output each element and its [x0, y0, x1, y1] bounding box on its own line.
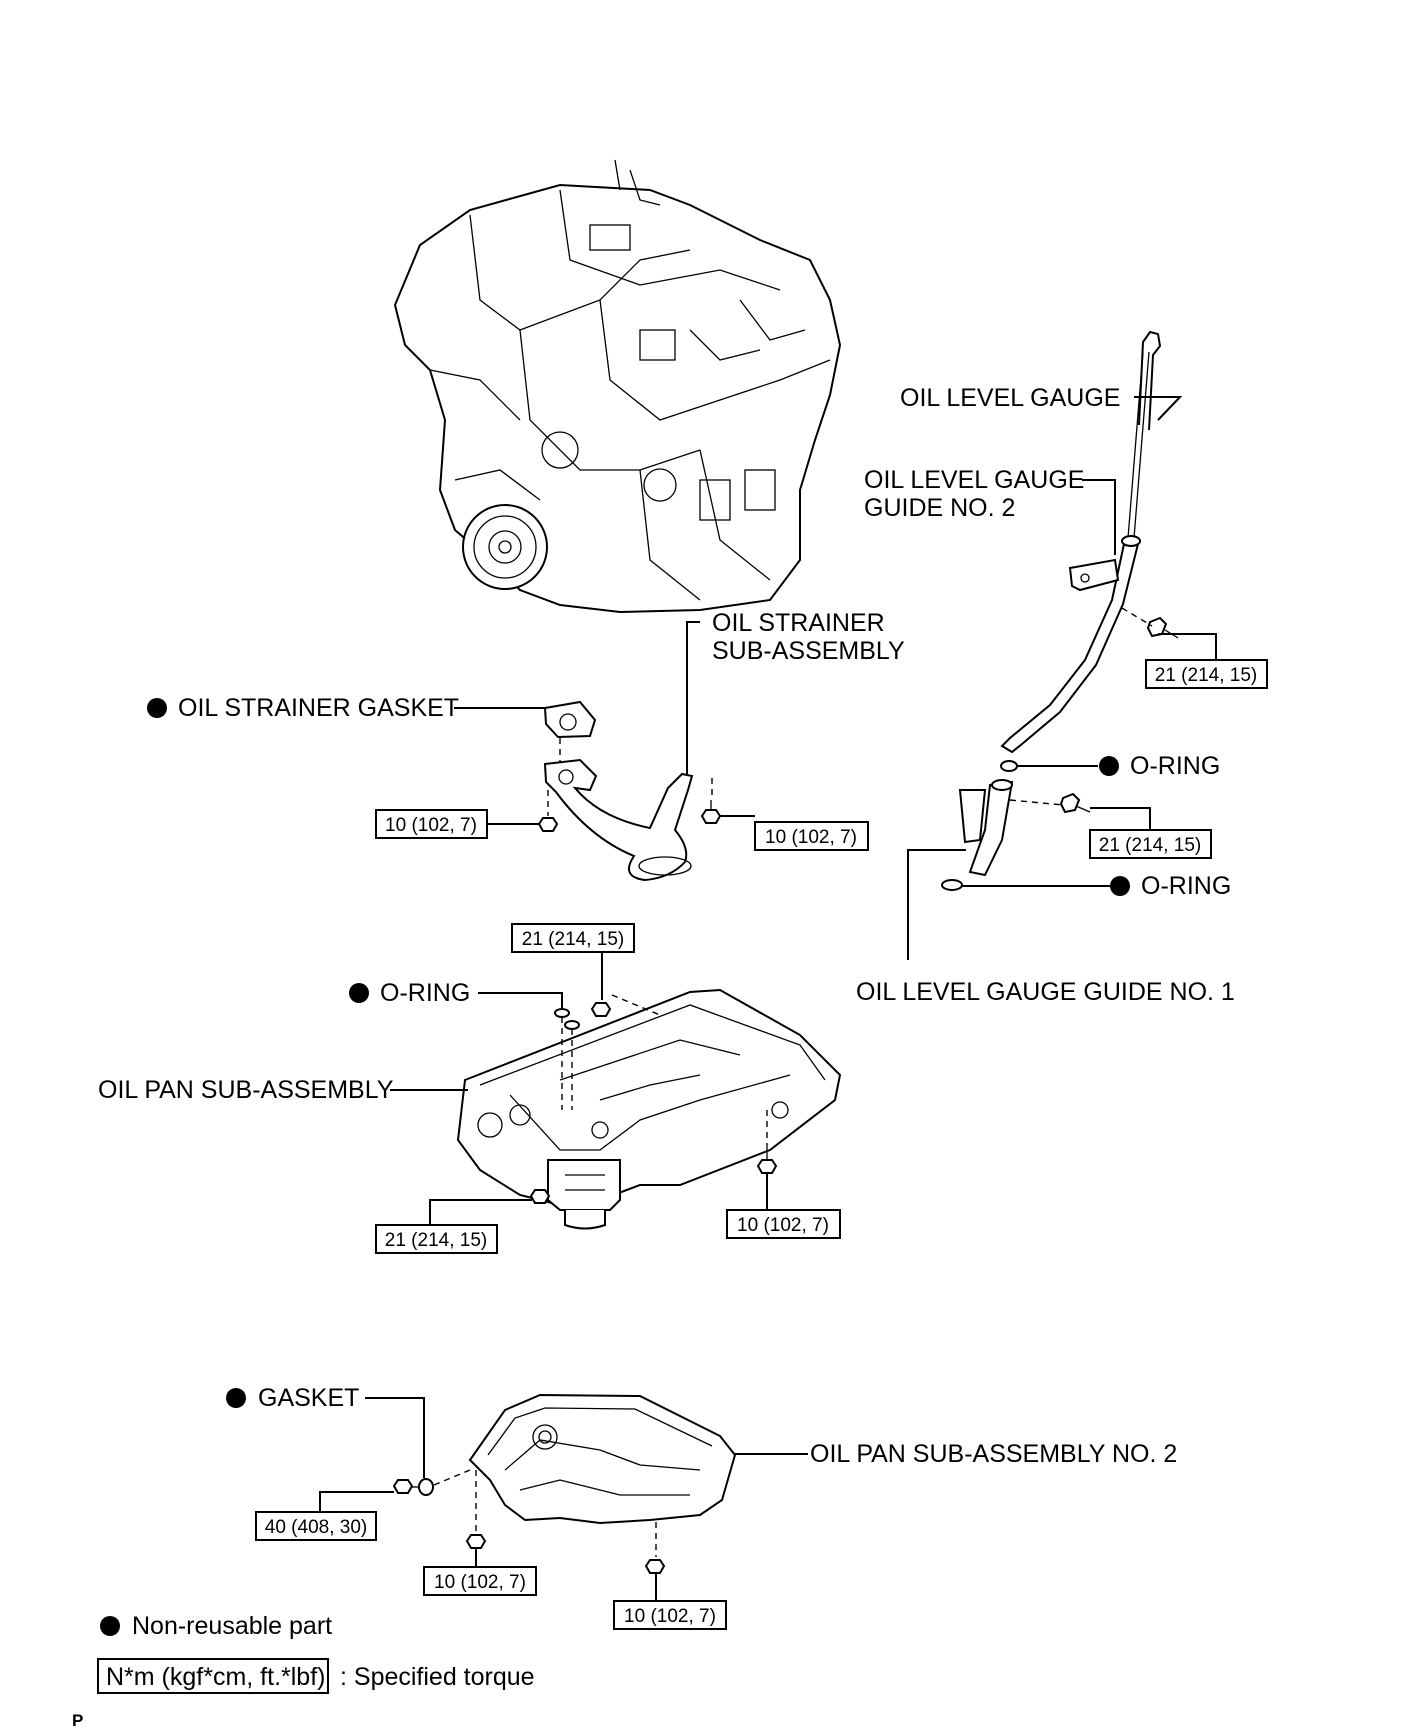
non-reusable-legend-marker	[100, 1616, 120, 1636]
label-oil-strainer-gasket: OIL STRAINER GASKET	[178, 694, 459, 722]
label-gasket: GASKET	[258, 1384, 359, 1412]
non-reusable-marker-oring-pan	[349, 983, 369, 1003]
oil-level-gauge-guide-2-part	[1000, 535, 1179, 754]
torque-box-strainer-bolt: 10 (102, 7)	[754, 821, 869, 851]
torque-box-pan2-right: 10 (102, 7)	[613, 1600, 727, 1630]
label-oil-level-gauge-guide-1: OIL LEVEL GAUGE GUIDE NO. 1	[856, 978, 1235, 1006]
engine-illustration	[393, 159, 842, 614]
svg-text:10 (102, 7): 10 (102, 7)	[624, 1606, 716, 1627]
non-reusable-marker-gasket	[226, 1388, 246, 1408]
legend-torque-unit-box: N*m (kgf*cm, ft.*lbf)	[97, 1658, 329, 1694]
leader-lines	[319, 396, 1217, 1601]
label-o-ring-upper: O-RING	[1130, 752, 1220, 780]
torque-box-guide1-bolt: 21 (214, 15)	[1089, 829, 1212, 859]
strainer-nut-part	[537, 790, 559, 832]
oil-pan-part	[456, 988, 842, 1230]
torque-box-pan-bottom-right: 10 (102, 7)	[726, 1209, 841, 1239]
label-oil-level-gauge-guide-2-line1: OIL LEVEL GAUGE	[864, 466, 1084, 494]
label-oil-level-gauge-guide-2-line2: GUIDE NO. 2	[864, 494, 1015, 522]
label-oil-strainer-line2: SUB-ASSEMBLY	[712, 637, 905, 665]
oil-strainer-gasket-part	[543, 700, 597, 762]
torque-box-guide2-bolt: 21 (214, 15)	[1145, 659, 1268, 689]
label-oil-level-gauge: OIL LEVEL GAUGE	[900, 384, 1120, 412]
corner-mark: P	[72, 1711, 83, 1730]
svg-text:21 (214, 15): 21 (214, 15)	[522, 929, 624, 950]
label-oil-strainer-line1: OIL STRAINER	[712, 609, 885, 637]
label-oil-pan-sub-assembly-2: OIL PAN SUB-ASSEMBLY NO. 2	[810, 1440, 1177, 1468]
non-reusable-marker-oring-lower	[1110, 876, 1130, 896]
oil-strainer-part	[543, 758, 713, 882]
svg-text:21 (214, 15): 21 (214, 15)	[1099, 835, 1201, 856]
oil-level-gauge-part	[1127, 330, 1162, 539]
torque-box-drain-plug: 40 (408, 30)	[255, 1511, 377, 1541]
oil-level-gauge-guide-1-part	[941, 760, 1091, 891]
torque-box-pan-bottom-left: 21 (214, 15)	[375, 1224, 498, 1254]
svg-text:10 (102, 7): 10 (102, 7)	[737, 1215, 829, 1236]
svg-text:21 (214, 15): 21 (214, 15)	[385, 1230, 487, 1251]
svg-text:N*m (kgf*cm, ft.*lbf): N*m (kgf*cm, ft.*lbf)	[106, 1663, 325, 1691]
svg-text:21 (214, 15): 21 (214, 15)	[1155, 665, 1257, 686]
torque-box-pan-top: 21 (214, 15)	[511, 923, 635, 953]
torque-box-strainer-nut: 10 (102, 7)	[375, 809, 488, 839]
svg-text:10 (102, 7): 10 (102, 7)	[434, 1572, 526, 1593]
label-oil-pan-sub-assembly: OIL PAN SUB-ASSEMBLY	[98, 1076, 394, 1104]
label-o-ring-lower: O-RING	[1141, 872, 1231, 900]
svg-text:10 (102, 7): 10 (102, 7)	[765, 827, 857, 848]
strainer-bolt-part	[700, 800, 722, 824]
non-reusable-marker-oring-upper	[1099, 756, 1119, 776]
legend-torque-description: : Specified torque	[340, 1663, 535, 1691]
non-reusable-marker-strainer-gasket	[147, 698, 167, 718]
svg-text:10 (102, 7): 10 (102, 7)	[385, 815, 477, 836]
svg-text:40 (408, 30): 40 (408, 30)	[265, 1517, 367, 1538]
legend-non-reusable-text: Non-reusable part	[132, 1612, 332, 1640]
torque-box-pan2-left: 10 (102, 7)	[423, 1566, 537, 1596]
label-o-ring-pan: O-RING	[380, 979, 470, 1007]
oil-pan-2-part	[392, 1393, 737, 1574]
